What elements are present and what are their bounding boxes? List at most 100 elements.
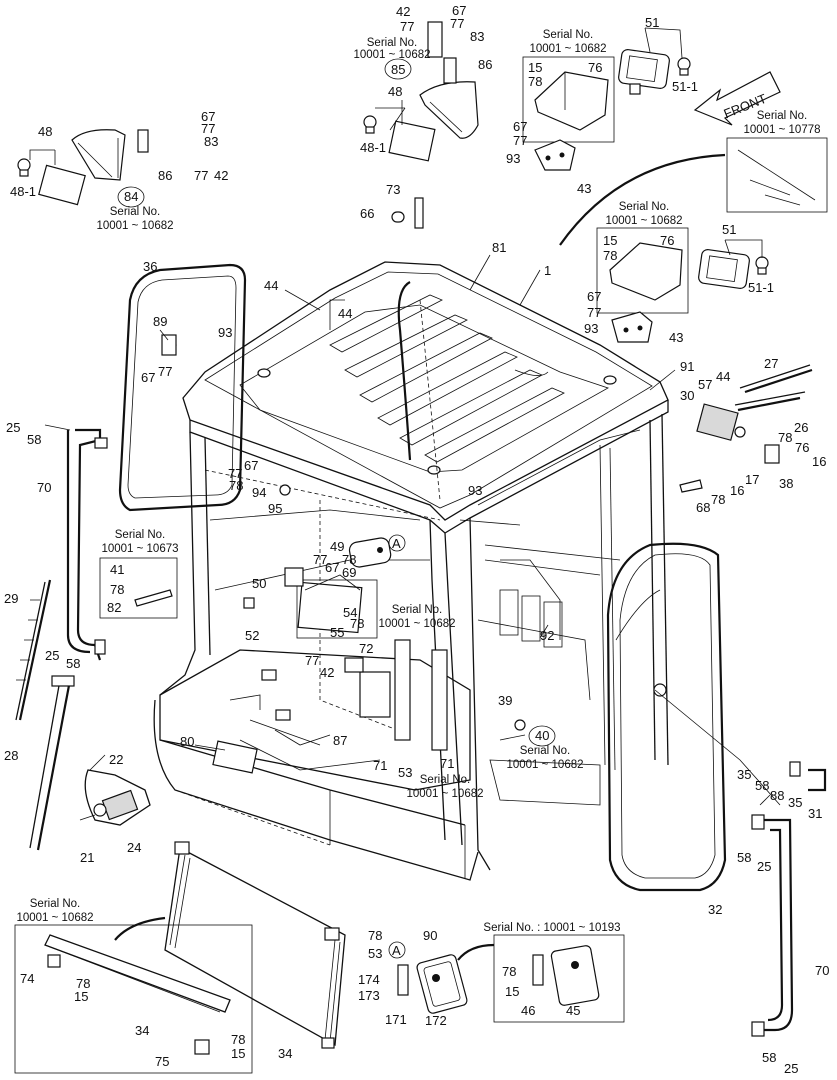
callout-label: 78 (350, 616, 364, 631)
wiper-motor-24 (79, 769, 151, 826)
cab-frame (159, 299, 669, 871)
callout-label: 44 (716, 369, 730, 384)
callout-label: 88 (770, 788, 784, 803)
callout-label: 93 (218, 325, 232, 340)
circled-callouts (117, 58, 556, 959)
lamp-51-mid (698, 249, 769, 289)
serial-title: Serial No. (543, 29, 594, 41)
callout-label: 51 (645, 15, 659, 30)
callout-label: 86 (158, 168, 172, 183)
callout-label: 67 (201, 109, 215, 124)
serial-full: Serial No. : 10001 ~ 10193 (483, 922, 620, 934)
callout-label: 15 (528, 60, 542, 75)
serial-range: 10001 ~ 10682 (378, 618, 455, 630)
callout-label: 67 (244, 458, 258, 473)
callout-label: 15 (74, 989, 88, 1004)
callout-label: 77 (513, 133, 527, 148)
serial-range: 10001 ~ 10682 (605, 215, 682, 227)
callout-label: 41 (110, 562, 124, 577)
callout-label: 174 (358, 972, 380, 987)
part-number-callouts: 42 67 77 77 83 86 85 48 48-1 15 78 76 67… (4, 3, 829, 1076)
lamp-51-top (618, 49, 691, 95)
callout-label: 36 (143, 259, 157, 274)
left-window-glass-36 (118, 263, 247, 512)
callout-label: 17 (745, 472, 759, 487)
callout-label: 22 (109, 752, 123, 767)
callout-label: 78 (528, 74, 542, 89)
callout-label: 78 (502, 964, 516, 979)
callout-label: 51-1 (672, 79, 698, 94)
callout-label: 82 (107, 600, 121, 615)
callout-label: 86 (478, 57, 492, 72)
callout-label: 95 (268, 501, 282, 516)
front-window-frame-34 (44, 841, 346, 1055)
callout-label: 84 (124, 189, 138, 204)
callout-label: 77 (313, 552, 327, 567)
callout-label: 91 (680, 359, 694, 374)
callout-label: 67 (587, 289, 601, 304)
callout-label: 70 (37, 480, 51, 495)
callout-label: 53 (368, 946, 382, 961)
callout-label: 76 (660, 233, 674, 248)
callout-label: 52 (245, 628, 259, 643)
callout-label: 77 (587, 305, 601, 320)
callout-label: 40 (535, 728, 549, 743)
callout-label: 66 (360, 206, 374, 221)
callout-label: 58 (762, 1050, 776, 1065)
callout-label: 15 (505, 984, 519, 999)
callout-label: 173 (358, 988, 380, 1003)
serial-range: 10001 ~ 10682 (506, 759, 583, 771)
serial-box-mirror (457, 934, 625, 1023)
callout-label: 71 (440, 756, 454, 771)
callout-label: 48 (38, 124, 52, 139)
callout-label: 51 (722, 222, 736, 237)
bracket-43-top (534, 139, 576, 171)
callout-label: 85 (391, 62, 405, 77)
callout-label: 67 (325, 560, 339, 575)
callout-label: 58 (66, 656, 80, 671)
serial-range: 10001 ~ 10682 (529, 43, 606, 55)
callout-label: 77 (305, 653, 319, 668)
callout-label: 67 (141, 370, 155, 385)
callout-label: 46 (521, 1003, 535, 1018)
callout-label: 77 (194, 168, 208, 183)
serial-range: 10001 ~ 10682 (16, 912, 93, 924)
callout-label: 21 (80, 850, 94, 865)
serial-box-10778 (559, 137, 828, 246)
console-parts (99, 197, 827, 792)
callout-label: 15 (231, 1046, 245, 1061)
callout-label: 81 (492, 240, 506, 255)
callout-label: 25 (757, 859, 771, 874)
callout-label: 89 (153, 314, 167, 329)
serial-title: Serial No. (367, 37, 418, 49)
bracket-43-mid (611, 311, 653, 343)
callout-label: 58 (27, 432, 41, 447)
serial-range: 10001 ~ 10682 (96, 220, 173, 232)
callout-label: 30 (680, 388, 694, 403)
callout-label: 57 (698, 377, 712, 392)
serial-range: 10001 ~ 10682 (406, 788, 483, 800)
wiper-arm-28 (29, 675, 75, 851)
callout-label: 38 (779, 476, 793, 491)
callout-label: 171 (385, 1012, 407, 1027)
callout-label: 172 (425, 1013, 447, 1028)
callout-label: 77 (400, 19, 414, 34)
callout-label: 39 (498, 693, 512, 708)
handrail-right-70 (751, 814, 794, 1037)
callout-label: 48 (388, 84, 402, 99)
callout-label: 87 (333, 733, 347, 748)
serial-title: Serial No. (757, 110, 808, 122)
callout-label: 77 (158, 364, 172, 379)
callout-label: 58 (755, 778, 769, 793)
roof-ribs (329, 294, 565, 463)
callout-label: 42 (320, 665, 334, 680)
serial-box-bottom-left (14, 916, 253, 1074)
callout-label: 43 (577, 181, 591, 196)
callout-label: 35 (737, 767, 751, 782)
rear-wiper-26-27 (696, 364, 813, 441)
callout-label: 80 (180, 734, 194, 749)
serial-range: 10001 ~ 10673 (101, 543, 178, 555)
callout-label: 70 (815, 963, 829, 978)
serial-title: Serial No. (30, 898, 81, 910)
callout-label: 78 (368, 928, 382, 943)
